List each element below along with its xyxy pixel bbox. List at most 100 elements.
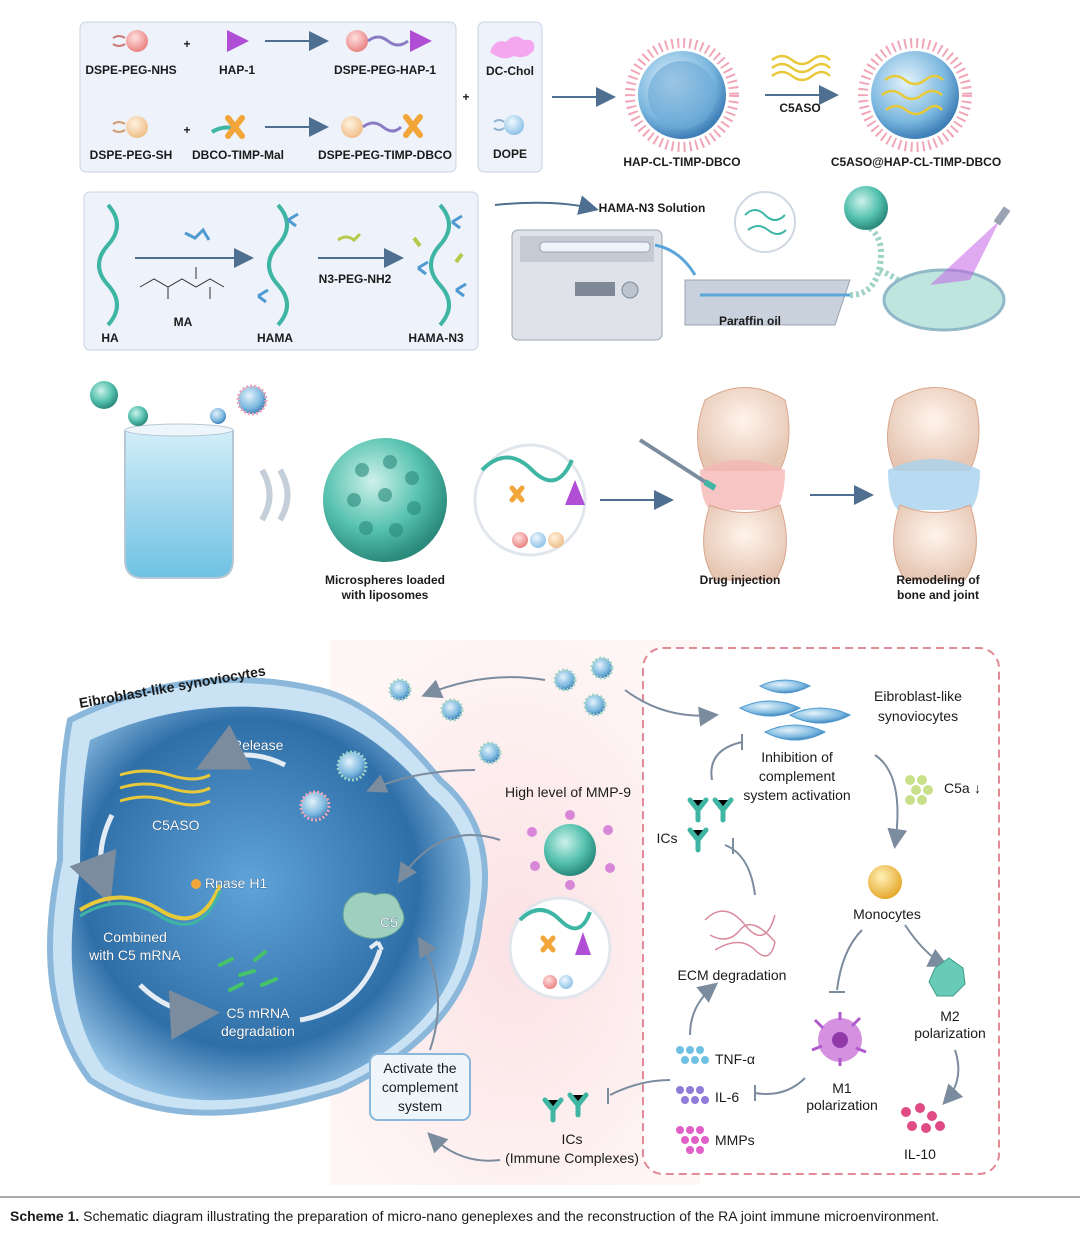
ecm-icon [704,910,776,957]
svg-text:+: + [183,123,190,137]
c5a-down-arrow-icon: ↓ [974,780,981,796]
c5a-icon [905,775,933,805]
label-activate-3: system [398,1098,442,1114]
label-ics-bottom: ICs [562,1131,583,1147]
hama-branch-icon [287,212,299,228]
liposome-c5aso-loaded [858,38,972,152]
microenvironment-box [642,647,1000,1175]
label-m2-1: M2 [940,1008,960,1024]
label-m1-1: M1 [832,1080,852,1096]
label-paraffin-oil: Paraffin oil [719,314,781,328]
m2-macrophage-icon [928,957,966,997]
rnase-h1-icon [191,879,201,889]
lipid-box [79,21,457,173]
zoom-inset-icon [508,896,612,1000]
c5aso-strands-icon [119,769,211,807]
label-remodeling-1: Remodeling of [896,573,980,587]
hama-n3-branch-icon [417,214,467,298]
label-combined-1: Combined [103,929,167,945]
beaker-icon [90,381,268,579]
arrow [259,468,291,522]
hydrogel-box [83,191,479,351]
liposome-hap-cl-timp-dbco [625,38,739,152]
liposome-particles [299,656,614,822]
label-dc-chol: DC-Chol [486,64,534,78]
label-mmp9: High level of MMP-9 [505,784,631,800]
activate-box [369,1053,471,1121]
label-m1-2: polarization [806,1097,878,1113]
c5-protein-icon [342,892,405,939]
label-dspe-peg-sh: DSPE-PEG-SH [90,148,173,162]
label-ma: MA [174,315,193,329]
hap1-icon [227,30,249,52]
zoom-inset-icon [473,443,587,557]
panel-hydrogel-synthesis: HA MA HAMA N3-PEG-NH2 HAMA-N3 HAMA-N3 So… [83,186,1011,351]
label-hama: HAMA [257,331,293,345]
tnf-il6-mmps-icon [676,1046,709,1154]
m1-macrophage-icon [811,1012,867,1066]
label-dspe-peg-nhs: DSPE-PEG-NHS [85,63,176,77]
label-ha: HA [101,331,119,345]
label-c5-deg-2: degradation [221,1023,295,1039]
dc-chol-icon [490,36,535,59]
dspe-peg-nhs-icon [112,30,148,52]
microfluidic-chip-icon [654,191,851,326]
c5aso-strands-icon [771,54,831,82]
label-dope: DOPE [493,147,527,161]
ics-bottom-icon [542,1092,589,1123]
label-microspheres-1: Microspheres loaded [325,573,445,587]
label-immune-complexes: (Immune Complexes) [505,1150,639,1166]
helper-lipid-box [477,21,543,173]
hama-n3-chain-icon [429,203,451,327]
label-c5aso: C5ASO [779,101,820,115]
label-hap-cl-timp-dbco: HAP-CL-TIMP-DBCO [623,155,740,169]
aso-mrna-duplex-icon [78,884,222,921]
label-c5aso-hap: C5ASO@HAP-CL-TIMP-DBCO [831,155,1001,169]
label-c5: C5 [380,914,398,930]
svg-text:+: + [462,90,469,104]
droplet-tube [849,222,884,298]
label-inhibit-1: Inhibition of [761,749,833,765]
il10-icon [901,1103,945,1133]
label-c5-deg-1: C5 mRNA [226,1005,290,1021]
label-dspe-peg-hap1: DSPE-PEG-HAP-1 [334,63,436,77]
panel-mechanism: Eibroblast-like synoviocytes Release C5A… [47,640,1000,1185]
dspe-peg-hap1-icon [346,30,432,52]
azide-icon [412,236,464,264]
microsphere-pores [347,455,421,537]
label-inhibit-3: system activation [743,787,850,803]
svg-text:+: + [183,37,190,51]
caption-label: Scheme 1. [10,1208,80,1224]
fls-cells-icon [738,679,852,741]
figure-caption: Scheme 1. Schematic diagram illustrating… [10,1208,1080,1224]
panel-microsphere-injection: Microspheres loaded with liposomes Drug … [90,381,981,602]
label-il10: IL-10 [904,1146,936,1162]
label-release: Release [232,737,284,753]
syringe-pump-icon [494,195,663,341]
microsphere-icon [844,186,888,230]
joint-remodeled-icon [887,387,980,581]
ha-chain-icon [97,203,119,327]
label-combined-2: with C5 mRNA [88,947,181,963]
hama-chain-icon [267,203,289,327]
label-dbco-timp-mal: DBCO-TIMP-Mal [192,148,284,162]
label-inhibit-2: complement [759,768,835,784]
label-mmps: MMPs [715,1132,755,1148]
label-fls-r2: synoviocytes [878,708,958,724]
label-il6: IL-6 [715,1089,739,1105]
label-fls-r1: Eibroblast-like [874,688,962,704]
label-monocytes: Monocytes [853,906,921,922]
label-activate-2: complement [382,1079,458,1095]
label-n3-peg: N3-PEG-NH2 [319,272,392,286]
hama-branch-icon [257,288,269,304]
label-c5a: C5a [944,780,970,796]
methacrylate-icon [184,227,211,241]
dope-icon [493,115,524,135]
label-c5aso-cell: C5ASO [152,817,200,833]
microsphere-mmp9-icon [527,810,615,890]
label-dspe-peg-timp-dbco: DSPE-PEG-TIMP-DBCO [318,148,452,162]
label-hama-n3-solution: HAMA-N3 Solution [599,201,706,215]
dbco-timp-mal-icon [210,115,245,139]
petri-dish-icon [882,206,1011,332]
